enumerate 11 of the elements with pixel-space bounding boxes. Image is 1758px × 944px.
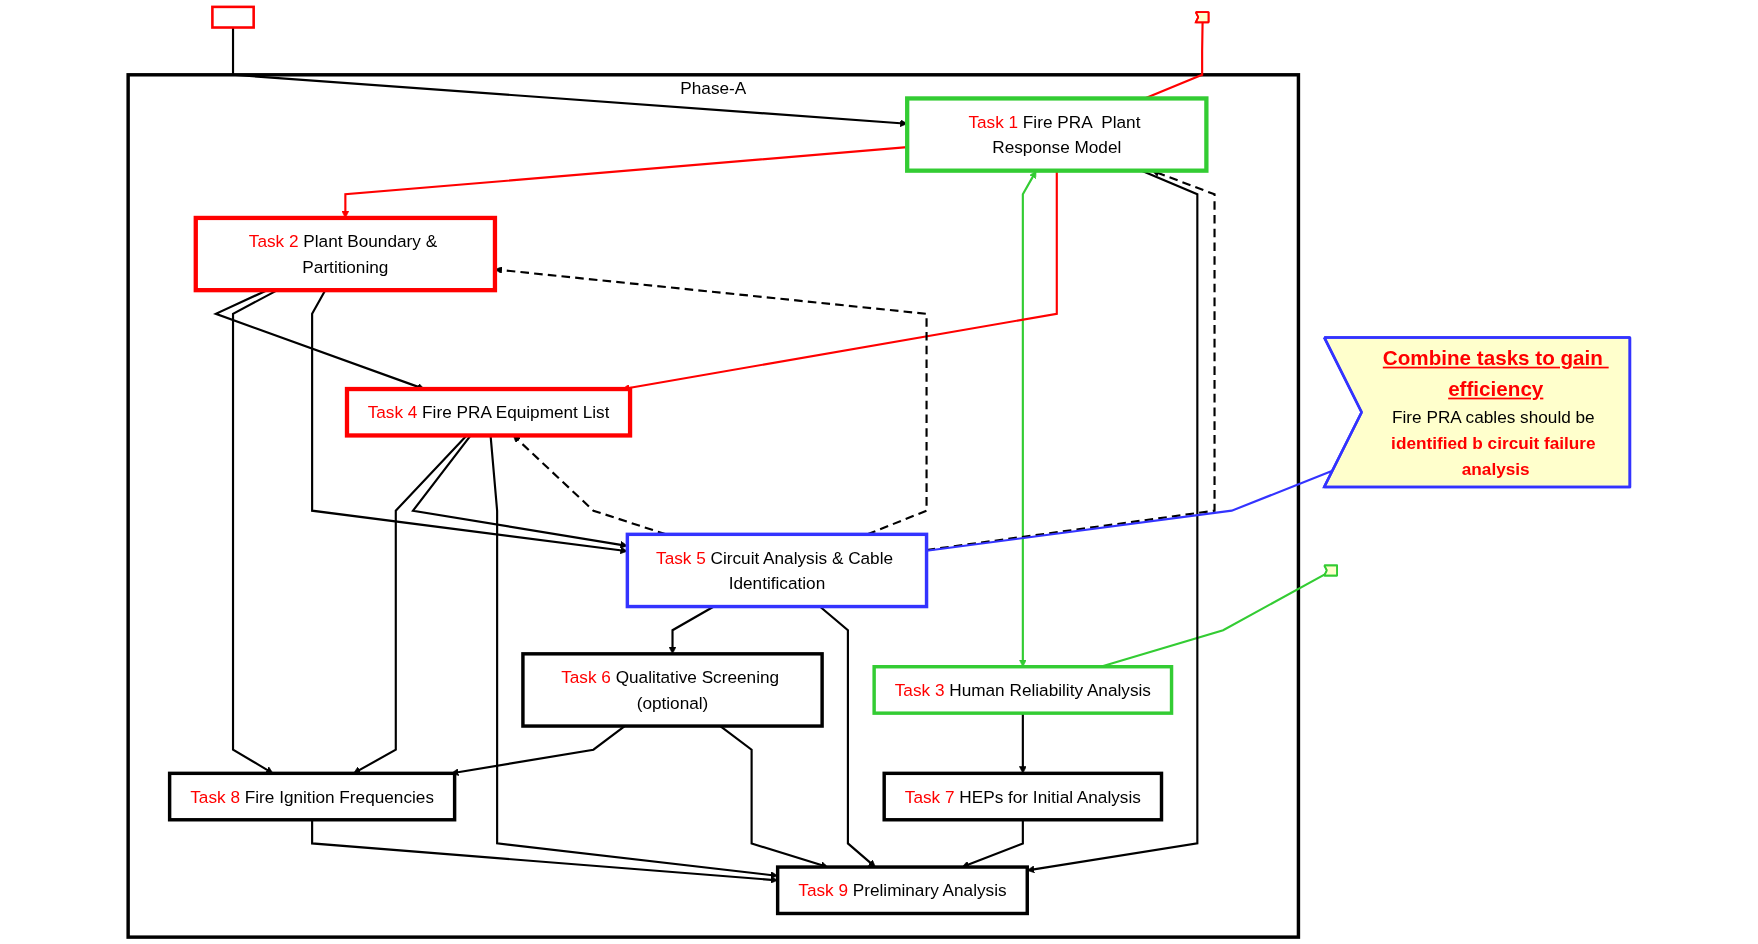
node-box: Task 5 Circuit Analysis & Cable Identification [625,532,929,609]
arrow [1019,713,1027,774]
node-box: Task 1 Fire PRA Plant Response Model [905,96,1209,173]
node-box: Task 3 Human Reliability Analysis [872,665,1174,715]
node-box: Task 4 Fire PRA Equipment List [344,386,633,438]
node-box: Task 8 Fire Ignition Frequencies [167,771,457,822]
node-box: Task 2 Plant Boundary & Partitioning [193,215,498,293]
node-box: Task 6 Qualitative Screening (optional) [521,652,824,728]
node-box: Task 7 HEPs for Initial Analysis [882,771,1164,822]
node-box: Task 9 Preliminary Analysis [775,865,1029,916]
node-box [211,5,255,29]
